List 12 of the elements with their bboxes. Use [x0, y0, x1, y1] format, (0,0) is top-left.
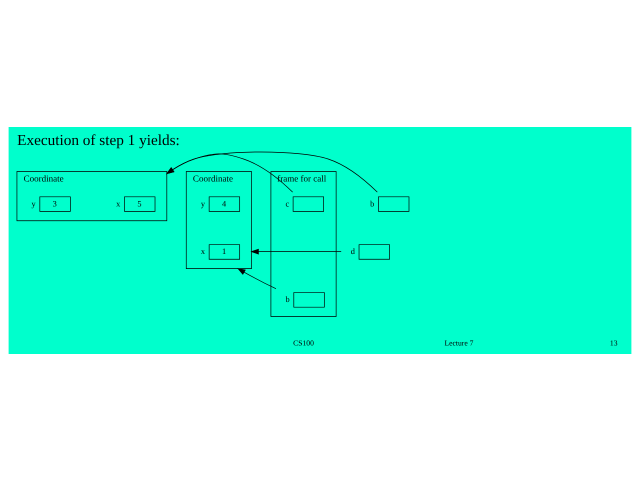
label: CS100: [293, 338, 314, 348]
arrow: [237, 268, 276, 289]
diagram-title: Execution of step 1 yields:: [17, 131, 180, 148]
label: Lecture 7: [444, 338, 474, 348]
label: 13: [610, 338, 618, 348]
arrow: [166, 152, 293, 192]
node-box: [358, 244, 390, 260]
node-box: [293, 292, 325, 307]
node-box: [378, 196, 410, 212]
node-box: [292, 196, 324, 212]
arrow: [166, 151, 378, 192]
arrow: [250, 248, 342, 254]
